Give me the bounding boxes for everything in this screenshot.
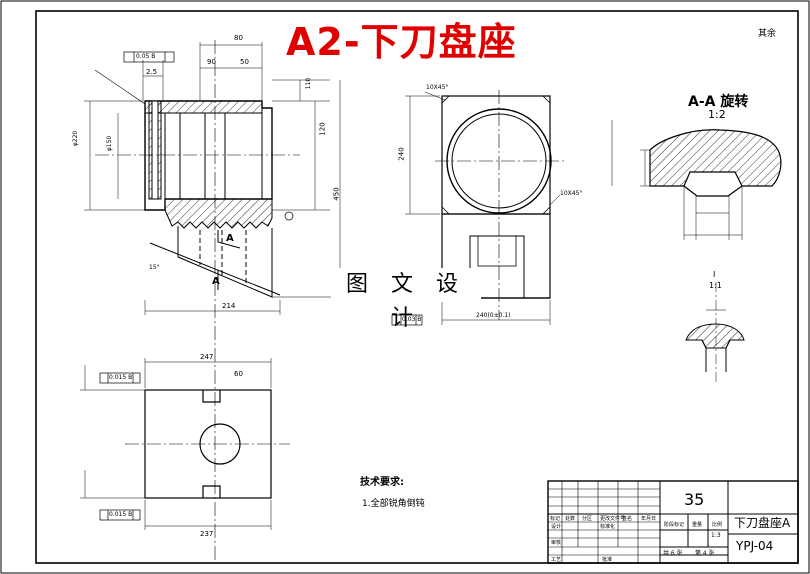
label-weight: 重量 xyxy=(692,522,703,528)
tech-req-item: 1.全部锐角倒钝 xyxy=(362,499,425,509)
section-aa-view xyxy=(611,120,782,240)
label-stage: 阶段标记 xyxy=(664,522,685,528)
dim-50: 50 xyxy=(240,58,249,66)
label-scale: 比例 xyxy=(712,522,723,528)
label-approve: 批准 xyxy=(602,557,613,563)
drawing-number: YPJ-04 xyxy=(736,539,774,553)
label-process: 工艺 xyxy=(551,557,562,563)
tech-req-heading: 技术要求: xyxy=(360,477,404,488)
label-change: 更改文件号 xyxy=(600,516,626,522)
dim-240-pitch: 240(0±0.1) xyxy=(476,312,511,319)
label-zone: 分区 xyxy=(582,516,593,522)
watermark-text: 图 文 设 计 xyxy=(331,268,481,331)
dim-120: 120 xyxy=(318,122,327,136)
dim-phi-inner: φ150 xyxy=(106,135,114,152)
chamfer-label-1: 10X45° xyxy=(426,84,449,91)
detail-i-title: I xyxy=(713,270,716,279)
tolerance-top: 0.05 B xyxy=(136,53,156,60)
tolerance-left-1: 0.015 B xyxy=(109,374,133,381)
surface-finish-note: 其余 xyxy=(758,29,777,39)
label-count: 处数 xyxy=(565,516,576,522)
detail-i-scale: 1:1 xyxy=(709,281,722,290)
label-sign: 签名 xyxy=(622,516,633,522)
sheet-number: 第 4 张 xyxy=(695,550,715,557)
sheets-total: 共 6 张 xyxy=(663,550,683,557)
section-marker-a: A xyxy=(226,233,234,244)
front-view xyxy=(391,90,565,326)
dim-110: 110 xyxy=(305,77,313,90)
material-value: 35 xyxy=(684,490,705,509)
top-view xyxy=(80,358,290,530)
section-aa-title: A-A 旋转 xyxy=(688,94,749,110)
label-standard: 标准化 xyxy=(600,524,616,530)
dim-phi-outer: φ220 xyxy=(72,130,80,147)
dim-15-deg: 15° xyxy=(149,264,160,271)
inner-border xyxy=(35,10,799,564)
label-design: 设计 xyxy=(551,524,562,530)
section-marker-a-2: A xyxy=(212,276,220,287)
section-aa-scale: 1:2 xyxy=(708,108,726,121)
drawing-title: A2-下刀盘座 xyxy=(286,20,517,64)
tolerance-mid: 0.03 B xyxy=(402,316,422,323)
dim-450: 450 xyxy=(332,187,341,201)
dim-237: 237 xyxy=(200,530,214,538)
main-section-view xyxy=(84,40,345,560)
label-mark: 标记 xyxy=(550,516,561,522)
tolerance-left-2: 0.015 B xyxy=(109,511,133,518)
dim-60: 60 xyxy=(234,370,243,378)
dim-240: 240 xyxy=(397,147,406,161)
dim-90: 90 xyxy=(207,58,216,66)
dim-214: 214 xyxy=(222,302,236,310)
label-check: 审核 xyxy=(551,540,562,546)
dim-247: 247 xyxy=(200,353,214,361)
detail-i-view xyxy=(685,282,745,385)
dim-80: 80 xyxy=(234,34,243,42)
chamfer-label-2: 10X45° xyxy=(560,190,583,197)
label-date: 年月日 xyxy=(641,516,657,522)
dim-2-5: 2.5 xyxy=(146,68,158,76)
title-block xyxy=(547,480,799,564)
part-name: 下刀盘座A xyxy=(734,516,791,530)
scale-value: 1:3 xyxy=(711,532,721,539)
